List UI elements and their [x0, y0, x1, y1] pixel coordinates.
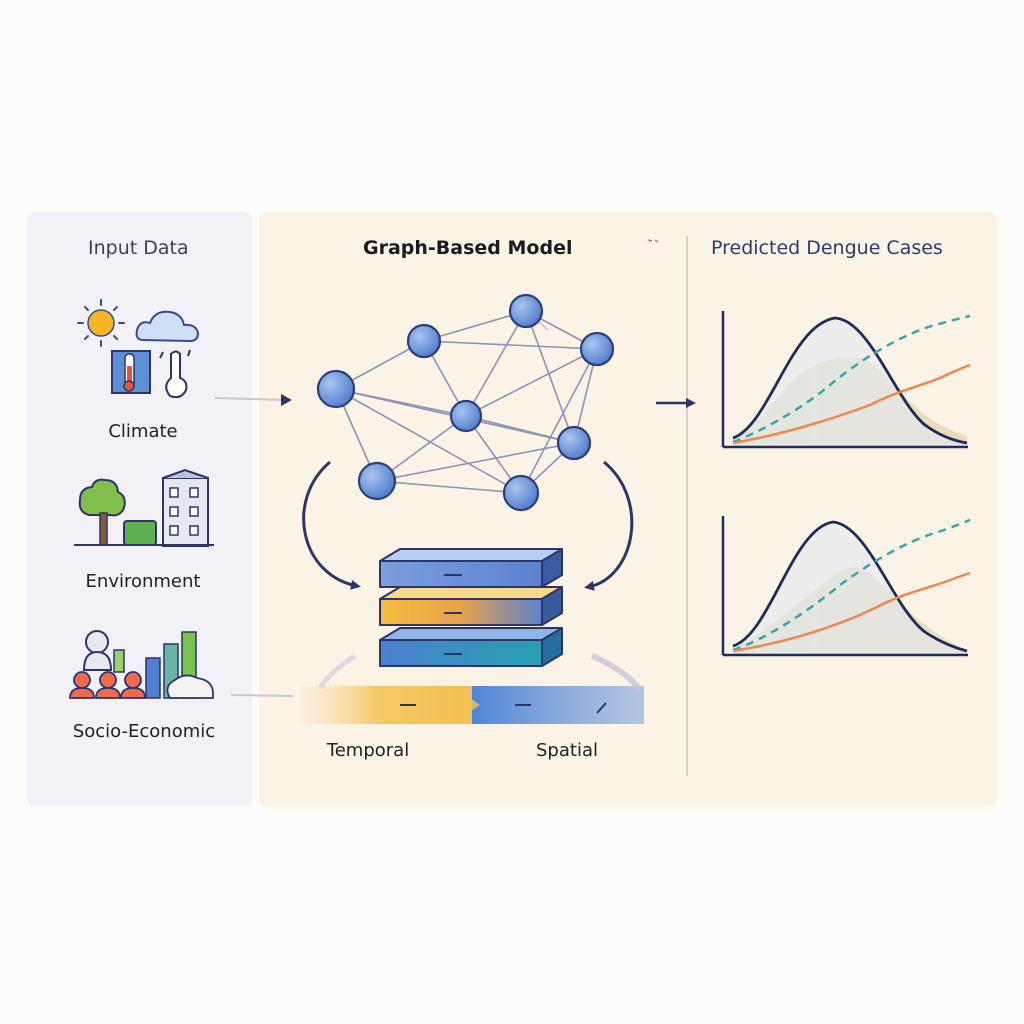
- socio-economic-icon: [69, 630, 214, 699]
- temporal-spatial-bar: [300, 653, 644, 724]
- socio-economic-label: Socio-Economic: [72, 721, 216, 742]
- climate-flow-arrowhead: [281, 394, 292, 406]
- layer-stack: [379, 548, 563, 667]
- climate-label: Climate: [108, 421, 178, 442]
- prediction-chart-2: [721, 516, 971, 657]
- environment-label: Environment: [85, 571, 201, 592]
- climate-flow-arrow: [214, 397, 288, 401]
- layer-middle: [379, 586, 563, 626]
- socio-flow-arrow: [230, 694, 294, 697]
- graph-node: [449, 399, 483, 433]
- graph-node: [357, 461, 397, 501]
- climate-icon: [77, 299, 200, 399]
- graph-model-title: Graph-Based Model: [363, 237, 573, 259]
- graph-node: [579, 331, 615, 367]
- spatial-label: Spatial: [536, 740, 598, 761]
- graph-node: [502, 474, 540, 512]
- input-data-panel: [27, 212, 252, 806]
- layer-top: [379, 548, 563, 588]
- graph-node: [316, 369, 356, 409]
- temporal-label: Temporal: [326, 740, 410, 761]
- left-curved-arrow: [302, 460, 361, 590]
- spatial-segment: [472, 686, 644, 724]
- predicted-cases-title: Predicted Dengue Cases: [711, 237, 943, 259]
- graph-node: [406, 323, 442, 359]
- layer-bottom: [379, 627, 563, 667]
- environment-icon: [74, 468, 214, 547]
- decorative-mark: [647, 239, 659, 243]
- graph-node: [508, 293, 544, 329]
- temporal-segment: [300, 686, 472, 724]
- section-divider: [686, 236, 688, 776]
- input-data-title: Input Data: [88, 237, 189, 259]
- right-curved-arrow: [584, 460, 634, 591]
- graph-node: [556, 425, 592, 461]
- prediction-chart-1: [721, 311, 971, 449]
